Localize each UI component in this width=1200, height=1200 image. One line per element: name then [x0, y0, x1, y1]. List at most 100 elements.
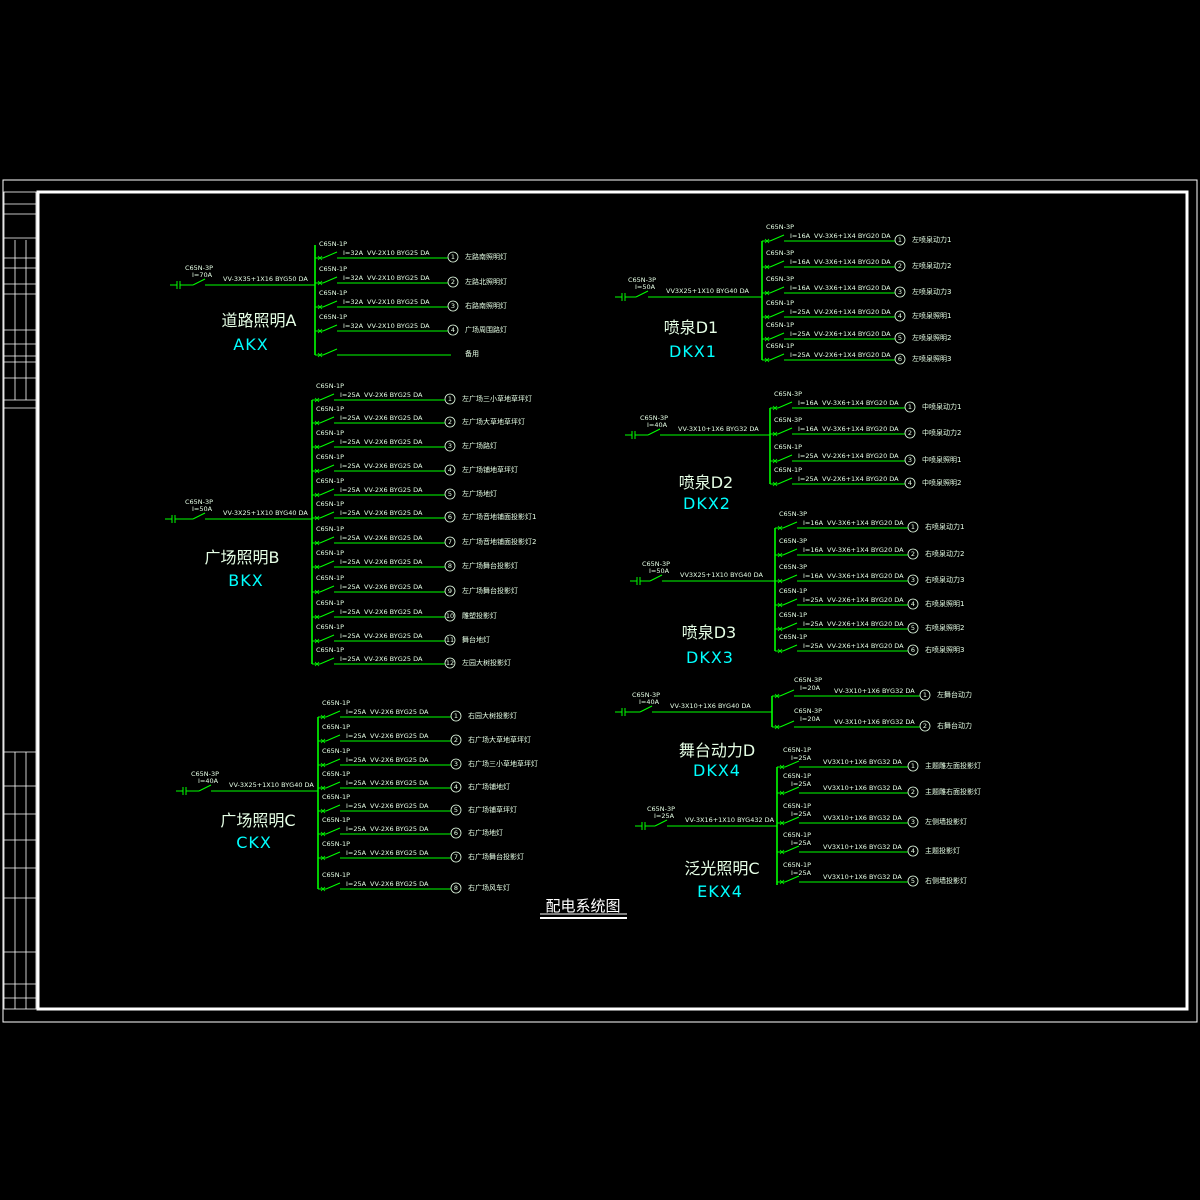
- circuit-number-circle: [904, 477, 916, 489]
- incoming-rating-label: I=40A: [647, 421, 668, 429]
- circuit-number-circle: [894, 310, 906, 322]
- branch-breaker-label: C65N-1P: [779, 611, 807, 619]
- branch-cable-label: VV-2X6 BYG25 DA: [364, 438, 423, 446]
- branch-breaker-label: C65N-1P: [322, 747, 350, 755]
- panel-code: AKX: [233, 335, 268, 354]
- branch-cable-label: VV-2X10 BYG25 DA: [367, 322, 430, 330]
- breaker-trip-mark: [317, 280, 323, 286]
- branch-breaker-label: C65N-1P: [766, 321, 794, 329]
- branch-breaker-label: C65N-1P: [783, 831, 811, 839]
- breaker-trip-mark: [314, 444, 320, 450]
- breaker-trip-mark: [777, 525, 783, 531]
- circuit-number: 3: [911, 576, 915, 584]
- circuit-number: 3: [911, 818, 915, 826]
- branch-load-name: 右广场大草地草坪灯: [468, 735, 531, 744]
- incoming-breaker-label: C65N-3P: [647, 805, 675, 813]
- circuit-number: 8: [448, 562, 452, 570]
- breaker-trip-mark: [764, 264, 770, 270]
- circuit-number-circle: [894, 234, 906, 246]
- incoming-cable-label: VV-3X35+1X16 BYG50 DA: [223, 275, 308, 283]
- circuit-number: 7: [448, 538, 452, 546]
- branch-rating-label: I=25A: [346, 779, 367, 787]
- breaker-trip-mark: [764, 336, 770, 342]
- branch-rating-label: I=25A: [791, 780, 812, 788]
- branch-load-name: 雕塑投影灯: [462, 611, 497, 620]
- branch-cable-label: VV-2X10 BYG25 DA: [367, 249, 430, 257]
- branch-cable-label: VV-2X6 BYG25 DA: [364, 608, 423, 616]
- branch-load-name: 主题雕左面投影灯: [925, 761, 981, 770]
- panel-name: 喷泉D2: [679, 473, 734, 492]
- circuit-number: 10: [446, 612, 454, 620]
- branch-cable-label: VV-2X6 BYG25 DA: [364, 486, 423, 494]
- branch-cable-label: VV-2X6 BYG25 DA: [364, 583, 423, 591]
- breaker-trip-mark: [779, 764, 785, 770]
- breaker-trip-mark: [320, 886, 326, 892]
- branch-rating-label: I=25A: [798, 475, 819, 483]
- panel-name: 泛光照明C: [684, 859, 759, 878]
- branch-cable-label: VV-2X6 BYG25 DA: [364, 462, 423, 470]
- circuit-number-circle: [450, 851, 462, 863]
- circuit-number-circle: [444, 416, 456, 428]
- branch-load-name: 右侧墙投影灯: [925, 876, 967, 885]
- branch-breaker-label: C65N-3P: [794, 676, 822, 684]
- branch-breaker-contact: [769, 353, 785, 361]
- circuit-number-circle: [447, 251, 459, 263]
- branch-rating-label: I=32A: [343, 274, 364, 282]
- incoming-breaker-contact: [649, 574, 663, 582]
- breaker-trip-mark: [314, 515, 320, 521]
- panel-code: DKX1: [669, 342, 717, 361]
- branch-breaker-contact: [319, 657, 335, 665]
- circuit-number-circle: [444, 657, 456, 669]
- branch-breaker-contact: [784, 875, 800, 883]
- breaker-trip-mark: [777, 626, 783, 632]
- branch-breaker-contact: [325, 758, 341, 766]
- circuit-number-circle: [450, 734, 462, 746]
- branch-cable-label: VV-2X6 BYG25 DA: [370, 802, 429, 810]
- branch-load-name: 右喷泉动力3: [925, 575, 964, 584]
- circuit-number-circle: [444, 610, 456, 622]
- branch-rating-label: I=16A: [798, 399, 819, 407]
- branch-rating-label: I=32A: [343, 249, 364, 257]
- branch-load-name: 左广场铺地草坪灯: [462, 465, 518, 474]
- circuit-number: 4: [911, 600, 915, 608]
- branch-breaker-label: C65N-1P: [316, 382, 344, 390]
- circuit-number: 7: [454, 853, 458, 861]
- branch-load-name: 右喷泉动力2: [925, 549, 964, 558]
- breaker-trip-mark: [320, 785, 326, 791]
- branch-breaker-contact: [319, 464, 335, 472]
- branch-rating-label: I=25A: [791, 810, 812, 818]
- panel-code: DKX3: [686, 648, 734, 667]
- circuit-number-circle: [444, 536, 456, 548]
- branch-load-name: 左侧墙投影灯: [925, 817, 967, 826]
- branch-cable-label: VV-3X6+1X4 BYG20 DA: [827, 546, 904, 554]
- branch-breaker-contact: [769, 310, 785, 318]
- branch-load-name: 左广场音地铺面投影灯1: [462, 512, 536, 521]
- breaker-trip-mark: [314, 661, 320, 667]
- branch-rating-label: I=16A: [803, 572, 824, 580]
- branch-cable-label: VV-2X6 BYG25 DA: [364, 414, 423, 422]
- circuit-number: 1: [908, 403, 912, 411]
- branch-cable-label: VV-2X6 BYG25 DA: [370, 708, 429, 716]
- branch-breaker-label: C65N-1P: [322, 871, 350, 879]
- title-block-outline: [3, 191, 37, 1010]
- branch-load-name: 左广场音地铺面投影灯2: [462, 537, 536, 546]
- circuit-number: 3: [451, 302, 455, 310]
- branch-breaker-label: C65N-1P: [319, 313, 347, 321]
- branch-load-name: 右广场铺地灯: [468, 782, 510, 791]
- branch-cable-label: VV-2X6+1X4 BYG20 DA: [822, 452, 899, 460]
- incoming-rating-label: I=50A: [192, 505, 213, 513]
